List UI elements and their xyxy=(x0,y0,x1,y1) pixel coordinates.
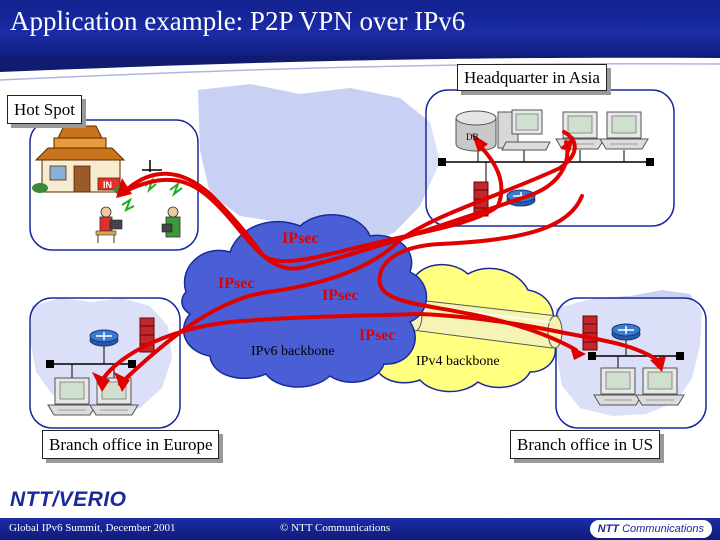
footer-logo-ntt: NTT xyxy=(597,523,620,535)
svg-text:IN: IN xyxy=(103,180,112,190)
database-server-icon xyxy=(455,110,497,152)
footer-bar: Global IPv6 Summit, December 2001 © NTT … xyxy=(0,518,720,540)
site-label-headquarter: Headquarter in Asia xyxy=(457,64,607,91)
site-label-hotspot: Hot Spot xyxy=(7,95,82,124)
ntt-communications-logo: NTT Communications xyxy=(589,520,712,538)
router-icon xyxy=(89,329,119,347)
desktop-computer-icon xyxy=(593,367,643,406)
footer-event: Global IPv6 Summit, December 2001 xyxy=(9,522,176,534)
lan-terminator xyxy=(438,158,446,166)
ipv6-backbone-label: IPv6 backbone xyxy=(251,344,335,359)
desktop-computer-icon xyxy=(497,109,551,151)
db-label: DB xyxy=(466,132,479,142)
house-icon: IN xyxy=(32,125,130,195)
lan-terminator xyxy=(128,360,136,368)
ntt-verio-logo: NTT/VERIO xyxy=(10,488,127,511)
lan-terminator xyxy=(588,352,596,360)
ipsec-tunnel-path xyxy=(98,130,662,386)
site-label-europe: Branch office in Europe xyxy=(42,430,220,459)
title-swoosh-highlight xyxy=(0,62,720,81)
access-point-icon xyxy=(142,160,162,172)
desktop-computer-icon xyxy=(47,377,97,416)
hq-frame xyxy=(425,89,675,227)
firewall-icon xyxy=(582,315,598,351)
us-frame xyxy=(555,297,707,429)
title-bar: Application example: P2P VPN over IPv6 xyxy=(0,0,720,56)
ipsec-label: IPsec xyxy=(359,327,396,344)
site-label-us: Branch office in US xyxy=(510,430,661,459)
tunnel-arrowhead xyxy=(92,134,666,392)
title-swoosh xyxy=(0,56,720,72)
lan-terminator xyxy=(46,360,54,368)
lan-terminator xyxy=(676,352,684,360)
map-asia xyxy=(198,84,440,248)
router-icon xyxy=(611,323,641,341)
footer-logo-communications: Communications xyxy=(622,523,704,535)
lan-terminator xyxy=(646,158,654,166)
ipv6-backbone-cloud xyxy=(181,214,428,388)
ipsec-label: IPsec xyxy=(282,230,319,247)
wireless-laptop-user-icon xyxy=(95,197,135,243)
ipsec-label: IPsec xyxy=(322,287,359,304)
footer-copyright: © NTT Communications xyxy=(280,522,391,534)
desktop-computer-icon xyxy=(89,377,139,416)
ipv4-backbone-label: IPv4 backbone xyxy=(416,354,500,369)
page-title: Application example: P2P VPN over IPv6 xyxy=(10,6,466,36)
wireless-laptop-user-icon xyxy=(144,177,183,238)
desktop-computer-icon xyxy=(635,367,685,406)
ipsec-label: IPsec xyxy=(218,275,255,292)
desktop-computer-icon xyxy=(599,111,649,150)
